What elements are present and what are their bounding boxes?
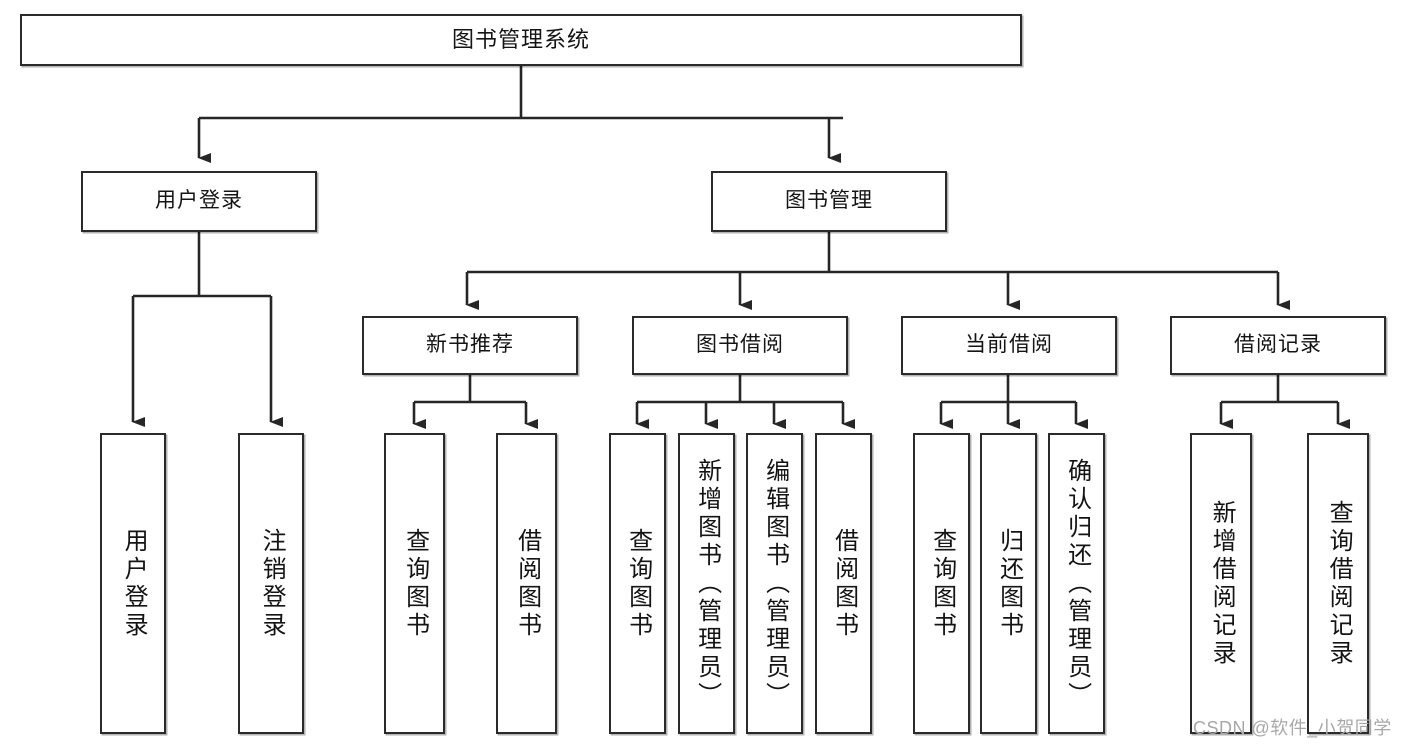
leaf-current-borrow-3-label: 确认归还（管理员） <box>1063 457 1091 710</box>
leaf-borrow-record-2-label: 查询借阅记录 <box>1325 499 1353 668</box>
leaf-user-login-2[interactable]: 注销登录 <box>238 433 304 734</box>
leaf-new-book-2-label: 借阅图书 <box>513 527 541 640</box>
leaf-user-login-1-label: 用户登录 <box>120 527 148 640</box>
node-borrow-record[interactable]: 借阅记录 <box>1170 316 1386 375</box>
csdn-watermark: CSDN @软件_小贺同学 <box>1193 718 1392 738</box>
leaf-book-borrow-3[interactable]: 编辑图书（管理员） <box>746 433 803 734</box>
leaf-book-borrow-2-label: 新增图书（管理员） <box>693 457 721 710</box>
leaf-new-book-1-label: 查询图书 <box>401 527 429 640</box>
node-new-book-recommend-label: 新书推荐 <box>426 333 514 357</box>
leaf-book-borrow-4[interactable]: 借阅图书 <box>815 433 872 734</box>
node-user-login-label: 用户登录 <box>155 189 243 213</box>
leaf-borrow-record-1-label: 新增借阅记录 <box>1208 499 1236 668</box>
leaf-book-borrow-3-label: 编辑图书（管理员） <box>761 457 789 710</box>
leaf-new-book-1[interactable]: 查询图书 <box>384 433 445 734</box>
leaf-current-borrow-2[interactable]: 归还图书 <box>980 433 1037 734</box>
leaf-borrow-record-2[interactable]: 查询借阅记录 <box>1307 433 1369 734</box>
node-current-borrow-label: 当前借阅 <box>965 333 1053 357</box>
node-book-borrow[interactable]: 图书借阅 <box>632 316 848 375</box>
leaf-user-login-2-label: 注销登录 <box>258 527 286 640</box>
leaf-book-borrow-2[interactable]: 新增图书（管理员） <box>678 433 735 734</box>
node-current-borrow[interactable]: 当前借阅 <box>901 316 1117 375</box>
leaf-user-login-1[interactable]: 用户登录 <box>100 433 166 734</box>
node-book-borrow-label: 图书借阅 <box>696 333 784 357</box>
leaf-current-borrow-1[interactable]: 查询图书 <box>913 433 970 734</box>
leaf-book-borrow-1-label: 查询图书 <box>624 527 652 640</box>
node-root-label: 图书管理系统 <box>451 27 590 53</box>
node-root-book-management-system[interactable]: 图书管理系统 <box>20 14 1022 66</box>
leaf-new-book-2[interactable]: 借阅图书 <box>496 433 557 734</box>
leaf-current-borrow-3[interactable]: 确认归还（管理员） <box>1048 433 1105 734</box>
node-new-book-recommend[interactable]: 新书推荐 <box>362 316 578 375</box>
leaf-book-borrow-4-label: 借阅图书 <box>830 527 858 640</box>
node-user-login[interactable]: 用户登录 <box>81 171 317 232</box>
node-book-management-label: 图书管理 <box>785 189 873 213</box>
node-borrow-record-label: 借阅记录 <box>1234 333 1322 357</box>
leaf-current-borrow-2-label: 归还图书 <box>995 527 1023 640</box>
node-book-management[interactable]: 图书管理 <box>711 171 947 232</box>
leaf-book-borrow-1[interactable]: 查询图书 <box>609 433 666 734</box>
leaf-borrow-record-1[interactable]: 新增借阅记录 <box>1190 433 1252 734</box>
leaf-current-borrow-1-label: 查询图书 <box>928 527 956 640</box>
